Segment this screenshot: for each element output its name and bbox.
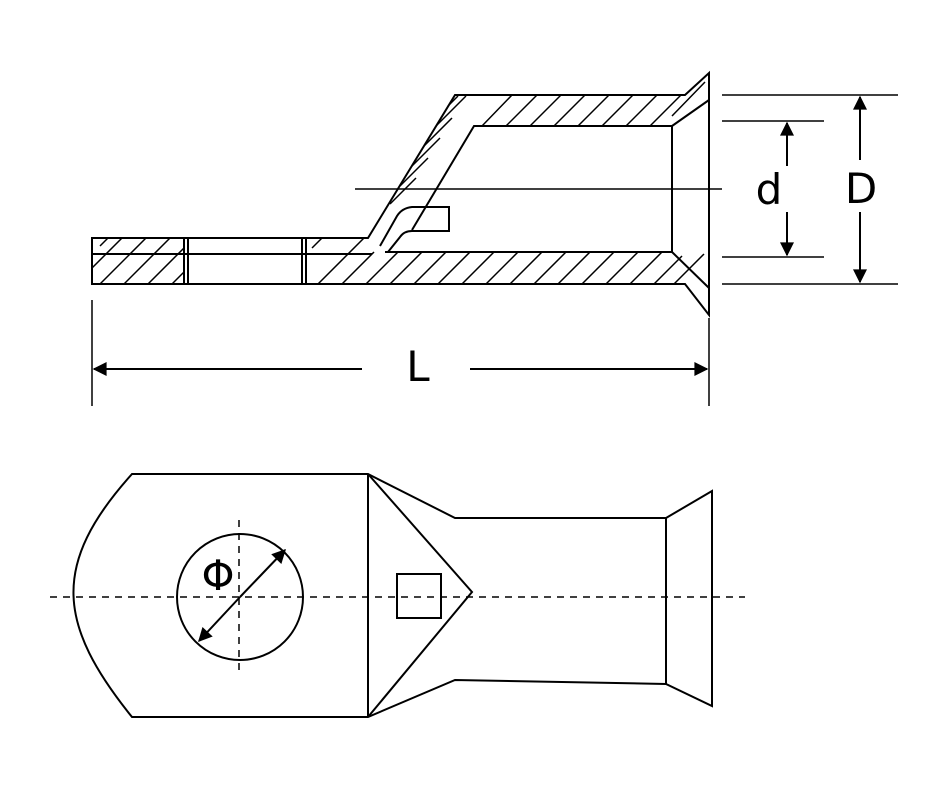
dimension-L: L [92, 342, 709, 391]
inspection-square [396, 573, 442, 619]
side-section-view: D d L [91, 70, 898, 406]
side-outer-contour [91, 70, 710, 318]
dimension-D: D [845, 95, 877, 284]
dimension-d: d [756, 121, 794, 257]
side-dimple [379, 206, 450, 253]
label-L: L [406, 342, 430, 391]
label-phi: Φ [201, 551, 234, 600]
plan-transition [367, 473, 474, 718]
label-D: D [845, 164, 877, 213]
dimension-hole: Φ [198, 548, 286, 643]
plan-outer-contour [72, 473, 713, 718]
label-d: d [756, 165, 783, 214]
section-hatching [91, 81, 706, 285]
top-plan-view: Φ [50, 473, 745, 718]
